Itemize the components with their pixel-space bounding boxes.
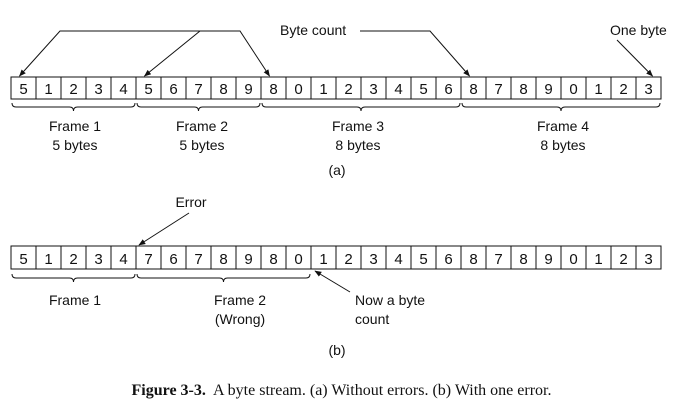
byte-cell: 3 <box>94 81 102 98</box>
byte-cell: 2 <box>619 251 627 268</box>
byte-cell: 0 <box>569 251 577 268</box>
byte-count-arrow <box>19 30 200 77</box>
byte-cell: 6 <box>444 251 452 268</box>
byte-cell: 2 <box>69 251 77 268</box>
byte-cell: 5 <box>419 251 427 268</box>
byte-cell: 1 <box>44 251 52 268</box>
frame-braces-b <box>11 273 311 283</box>
frame-brace <box>11 273 136 283</box>
now-byte-count-line1: Now a byte <box>355 292 425 308</box>
byte-cell: 3 <box>94 251 102 268</box>
frame-b2-name: Frame 2 <box>214 292 266 308</box>
frame-a2-detail: 5 bytes <box>179 137 224 153</box>
byte-cell: 7 <box>194 251 202 268</box>
frame-a4-name: Frame 4 <box>537 118 589 134</box>
byte-count-arrow <box>360 30 470 77</box>
byte-cell: 4 <box>394 251 402 268</box>
byte-cell: 9 <box>544 81 552 98</box>
byte-cell: 4 <box>394 81 402 98</box>
byte-cell: 6 <box>169 81 177 98</box>
byte-cell: 5 <box>419 81 427 98</box>
byte-cell: 8 <box>219 251 227 268</box>
byte-cell: 7 <box>494 251 502 268</box>
byte-cell: 7 <box>144 251 152 268</box>
byte-cell: 2 <box>69 81 77 98</box>
one-byte-arrow <box>616 39 653 77</box>
byte-cell: 9 <box>244 81 252 98</box>
arrows-a <box>19 30 653 77</box>
frame-braces-a <box>11 102 661 112</box>
byte-cell: 2 <box>344 81 352 98</box>
arrows-b <box>138 212 351 293</box>
byte-cell: 2 <box>619 81 627 98</box>
frame-brace <box>136 102 261 112</box>
byte-cell: 8 <box>219 81 227 98</box>
byte-cell: 1 <box>594 251 602 268</box>
byte-cell: 8 <box>269 81 277 98</box>
part-a-tag: (a) <box>328 162 345 178</box>
byte-cell: 9 <box>244 251 252 268</box>
byte-cell: 1 <box>319 251 327 268</box>
byte-cell: 8 <box>519 251 527 268</box>
byte-cell: 8 <box>469 81 477 98</box>
frame-a1-detail: 5 bytes <box>52 137 97 153</box>
byte-cell: 4 <box>119 251 127 268</box>
figure-caption: Figure 3-3. A byte stream. (a) Without e… <box>0 382 683 400</box>
byte-cell: 1 <box>319 81 327 98</box>
frame-a3-name: Frame 3 <box>332 118 384 134</box>
frame-a3-detail: 8 bytes <box>335 137 380 153</box>
byte-cell: 5 <box>19 251 27 268</box>
byte-cell: 8 <box>269 251 277 268</box>
now-byte-count-line2: count <box>355 311 389 327</box>
byte-cell: 4 <box>119 81 127 98</box>
part-b-tag: (b) <box>328 342 345 358</box>
figure-caption-label: Figure 3-3. <box>131 382 206 399</box>
byte-cell: 9 <box>544 251 552 268</box>
byte-cell: 0 <box>294 251 302 268</box>
byte-cell: 3 <box>644 81 652 98</box>
frame-brace <box>11 102 136 112</box>
one-byte-label: One byte <box>610 22 667 38</box>
byte-count-arrow <box>200 30 270 77</box>
frame-b1-name: Frame 1 <box>49 292 101 308</box>
byte-cell: 6 <box>169 251 177 268</box>
byte-cell: 8 <box>469 251 477 268</box>
frame-b2-detail: (Wrong) <box>215 311 265 327</box>
byte-cell: 1 <box>594 81 602 98</box>
frame-brace <box>261 102 461 112</box>
byte-cell: 3 <box>369 251 377 268</box>
frame-brace <box>136 273 311 283</box>
byte-cell: 0 <box>294 81 302 98</box>
byte-cell: 3 <box>644 251 652 268</box>
byte-cell: 6 <box>444 81 452 98</box>
byte-cell: 5 <box>144 81 152 98</box>
byte-cell: 3 <box>369 81 377 98</box>
byte-cell: 7 <box>194 81 202 98</box>
frame-brace <box>461 102 661 112</box>
byte-cell: 0 <box>569 81 577 98</box>
frame-a2-name: Frame 2 <box>176 118 228 134</box>
figure-caption-text: A byte stream. (a) Without errors. (b) W… <box>213 382 552 399</box>
frame-a4-detail: 8 bytes <box>540 137 585 153</box>
byte-cell: 8 <box>519 81 527 98</box>
byte-count-label: Byte count <box>280 22 346 38</box>
byte-cell: 7 <box>494 81 502 98</box>
error-arrow <box>138 212 190 246</box>
byte-count-arrow <box>143 30 201 77</box>
now-byte-count-arrow <box>314 270 351 293</box>
byte-cell: 1 <box>44 81 52 98</box>
error-label: Error <box>175 194 206 210</box>
byte-cell: 2 <box>344 251 352 268</box>
byte-cell: 5 <box>19 81 27 98</box>
frame-a1-name: Frame 1 <box>49 118 101 134</box>
